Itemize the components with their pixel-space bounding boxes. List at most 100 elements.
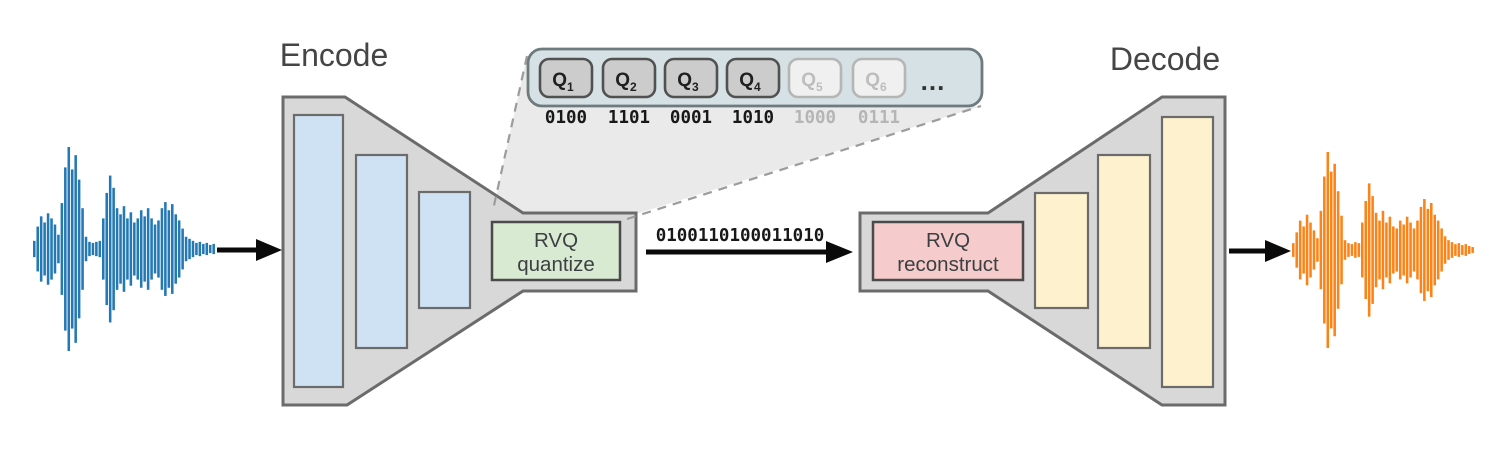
waveform-bar [108,175,112,323]
waveform-bar [1357,243,1361,257]
waveform-bar [164,202,167,296]
waveform-bar [115,208,119,290]
waveform-bar [160,208,164,290]
waveform-bar [1436,220,1440,280]
waveform-bar [1450,242,1454,258]
waveform-bar [1302,226,1305,274]
waveform-bar [50,218,53,280]
rvq-quantize-label-line2: quantize [517,253,595,276]
decoder-layer-3 [1160,115,1215,389]
waveform-bar [205,242,209,256]
waveform-bar [126,218,129,280]
waveform-bar [84,236,88,262]
waveform-bar [1461,245,1464,255]
waveform-bar [1298,220,1302,280]
waveform-bar [1402,224,1405,276]
rvq-quantize-label-line1: RVQ [534,229,578,252]
quantizer-unit [601,57,657,99]
waveform-bar [1416,220,1419,280]
waveform-bar [1312,230,1316,270]
bitstream-label: 0100110100011010 [656,226,825,246]
waveform-bar [91,242,95,256]
waveform-bar [74,155,77,343]
waveform-bar [1412,228,1416,272]
output-arrow-head [1265,240,1291,262]
encode-label: Encode [280,37,389,73]
waveform-bar [1454,244,1457,256]
waveform-bar [153,224,157,274]
waveform-bar [1309,222,1312,278]
waveform-bar [1354,242,1357,258]
waveform-bar [33,240,36,258]
encoder-layer-2 [354,153,409,350]
waveform-bar [1457,243,1461,257]
waveform-bar [181,228,184,270]
encoder-layer-3 [417,190,472,310]
waveform-bar [1323,176,1326,324]
decode-label: Decode [1110,41,1220,77]
quantizer-code: 1010 [732,108,774,128]
waveform-bar [1419,206,1423,294]
waveform-bar [95,241,98,257]
waveform-bar [1409,222,1412,278]
waveform-bar [43,222,46,276]
waveform-bar [46,213,50,285]
waveform-bar [1336,191,1340,309]
waveform-bar [119,214,122,284]
waveform-bar [1340,215,1343,285]
waveform-bar [1423,199,1426,301]
waveform-bar [1398,220,1402,280]
waveform-bar [64,167,67,331]
waveform-bar [184,236,188,262]
waveform-bar [157,220,160,278]
waveform-bar [1350,244,1354,256]
waveform-bar [102,218,105,280]
waveform-bar [1329,171,1333,329]
rvq-reconstruct-label-line2: reconstruct [897,253,999,276]
waveform-bar [53,224,57,274]
waveform-bar [150,218,153,280]
waveform-bar [1471,247,1474,253]
magnifier-cone [493,56,981,214]
quantizer-unit [787,57,843,99]
waveform-bar [1316,238,1319,262]
waveform-bar [1430,202,1433,298]
waveform-bar [174,214,177,284]
quantizer-code: 0111 [858,108,900,128]
waveform-bar [1447,240,1450,260]
waveform-bar [177,220,181,278]
waveform-bar [212,243,215,255]
waveform-bar [1433,214,1436,286]
quantizer-code: 0100 [545,108,587,128]
waveform-bar [146,208,150,290]
quantizer-code: 1000 [794,108,836,128]
waveform-bar [188,238,191,260]
waveform-bar [57,234,60,264]
waveform-bar [139,210,143,288]
dashed-callout-line-right [626,104,982,221]
waveform-bar [122,206,126,292]
quantizer-code: 0001 [670,108,712,128]
quantizer-ellipsis: ... [921,66,946,96]
waveform-bar [208,244,212,254]
waveform-bar [1440,228,1443,272]
quantizer-code: 1101 [608,108,650,128]
waveform-bar [1305,214,1309,286]
quantizer-unit [725,57,781,99]
waveform-bar [81,208,84,290]
input-arrow-head [256,239,282,261]
waveform-bar [202,243,205,255]
waveform-bar [1371,196,1374,304]
waveform-bar [1443,236,1447,264]
waveform-bar [1464,244,1468,256]
quantizer-codes: 0100 1101 0001 1010 1000 0111 [545,108,900,128]
quantizer-unit [663,57,719,99]
waveform-bar [1381,210,1385,290]
waveform-bar [195,242,198,256]
waveform-bar [105,192,108,306]
waveform-bar [136,218,140,280]
waveform-bar [191,240,195,258]
